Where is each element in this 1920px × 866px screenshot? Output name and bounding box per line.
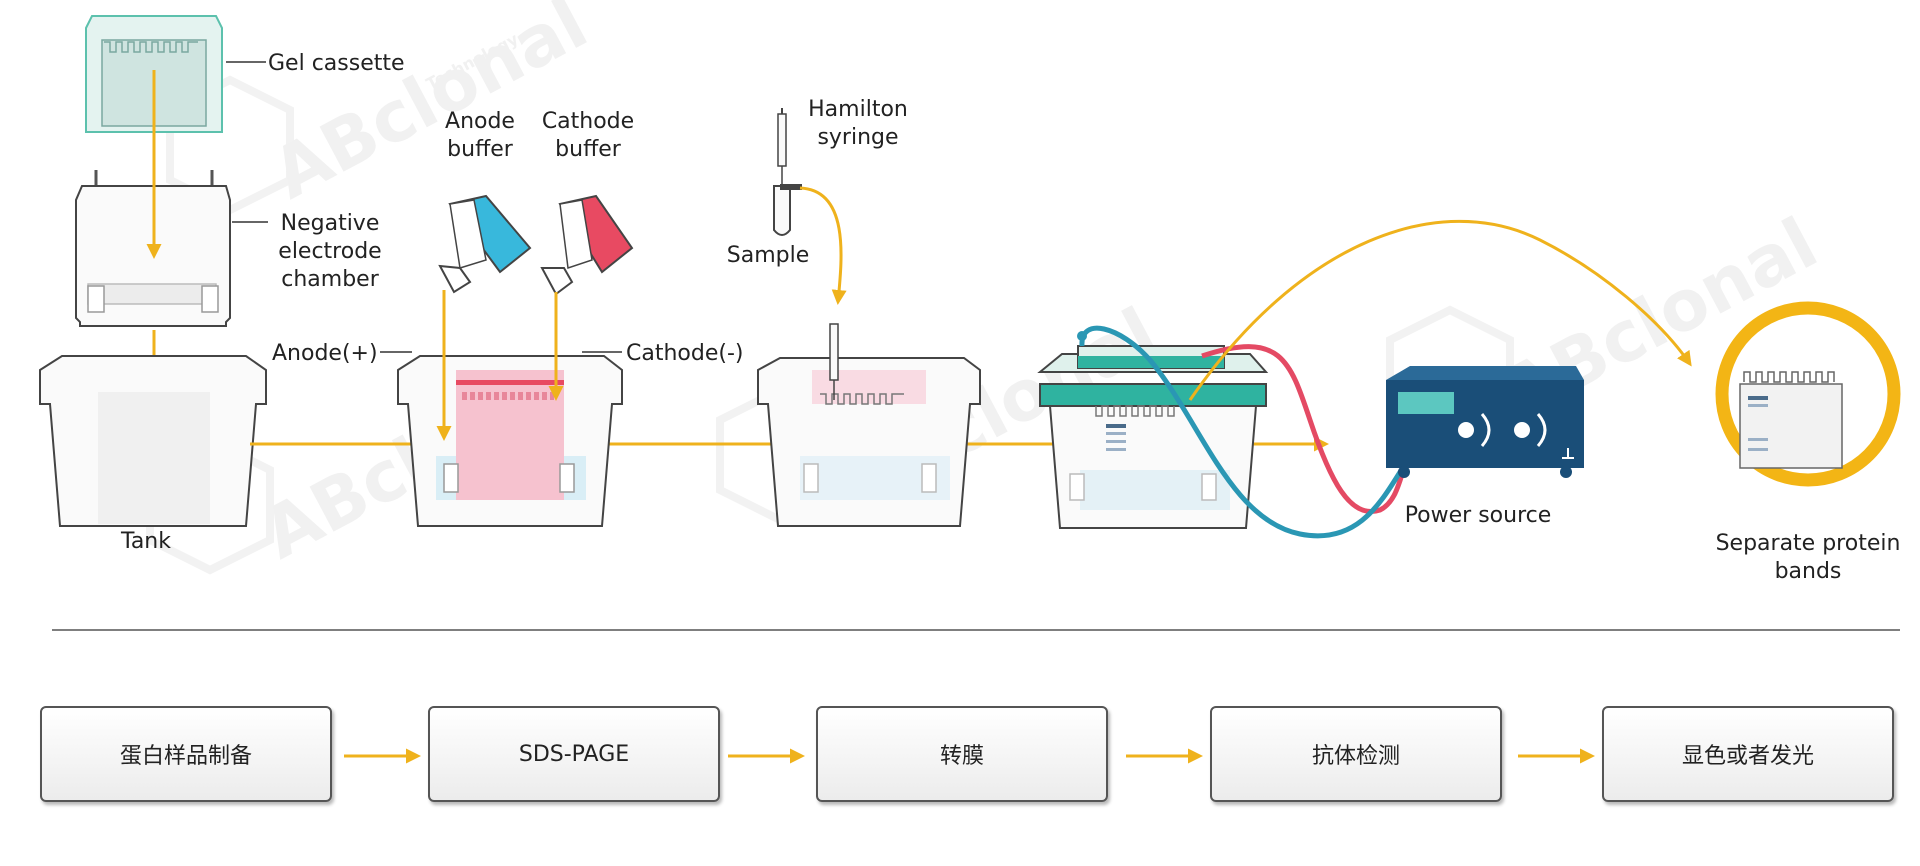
- hamilton-syringe-icon: [777, 108, 787, 186]
- sample-to-tank-arrow: [799, 186, 847, 305]
- step-transfer: 转膜: [816, 706, 1108, 802]
- hamilton-label-2: syringe: [817, 125, 898, 150]
- arc-to-result-arrow: [1188, 220, 1692, 401]
- power-source-icon: [1386, 366, 1584, 478]
- cathode-buffer-bottle-icon: [540, 194, 634, 296]
- hamilton-label-1: Hamilton: [808, 97, 908, 122]
- sample-label: Sample: [727, 243, 810, 268]
- anode-buffer-bottle-icon: [438, 194, 532, 294]
- sample-tube-icon: [773, 184, 802, 236]
- separated-bands-icon: [1715, 301, 1901, 487]
- separate-bands-label-2: bands: [1775, 559, 1842, 584]
- watermark: ABclonal Technology ABclonal ABclonal AB…: [146, 0, 1830, 575]
- anode-buffer-label-2: buffer: [447, 137, 514, 162]
- anode-label: Anode(+): [272, 341, 378, 366]
- gel-cassette-label: Gel cassette: [268, 51, 405, 76]
- power-source-label: Power source: [1405, 503, 1552, 528]
- cathode-buffer-label-2: buffer: [555, 137, 622, 162]
- red-wire: [1201, 344, 1413, 514]
- blue-wire-plug: [1077, 331, 1087, 341]
- negative-chamber-label-2: electrode: [278, 239, 381, 264]
- step-protein-prep: 蛋白样品制备: [40, 706, 332, 802]
- step-antibody-detection: 抗体检测: [1210, 706, 1502, 802]
- buffer-tank-icon: [397, 355, 623, 527]
- watermark-brand: ABclonal: [259, 0, 600, 215]
- negative-chamber-label-1: Negative: [281, 211, 380, 236]
- loading-tank-icon: [757, 323, 981, 527]
- step-sds-page: SDS-PAGE: [428, 706, 720, 802]
- separate-bands-label-1: Separate protein: [1716, 531, 1901, 556]
- cathode-label: Cathode(-): [626, 341, 743, 366]
- step-visualization: 显色或者发光: [1602, 706, 1894, 802]
- tank-icon: [39, 355, 267, 527]
- anode-buffer-label-1: Anode: [445, 109, 515, 134]
- blue-wire: [1079, 325, 1416, 539]
- negative-chamber-label-3: chamber: [281, 267, 379, 292]
- tank-label: Tank: [120, 529, 171, 554]
- cathode-buffer-label-1: Cathode: [542, 109, 634, 134]
